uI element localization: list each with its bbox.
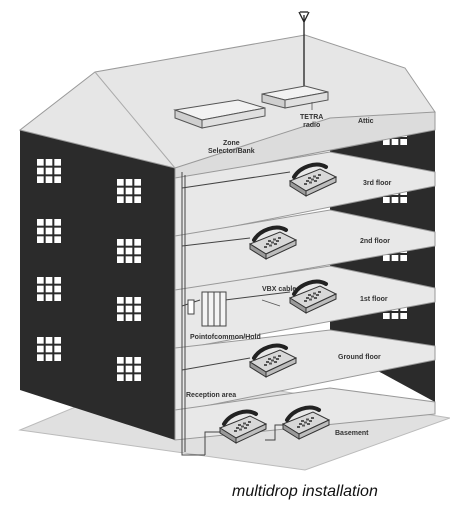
label-floor-3: 3rd floor	[363, 180, 391, 188]
label-floor-2: 2nd floor	[360, 238, 390, 246]
label-reception: Reception area	[186, 392, 236, 400]
window-icon	[117, 357, 141, 381]
label-ground-floor: Ground floor	[338, 354, 381, 362]
label-zone-selector: Zone Selector/Bank	[208, 140, 255, 156]
window-icon	[117, 179, 141, 203]
window-icon	[117, 297, 141, 321]
label-floor-1: 1st floor	[360, 296, 388, 304]
window-icon	[37, 159, 61, 183]
label-tetra-radio: TETRA radio	[300, 114, 323, 130]
label-basement: Basement	[335, 430, 368, 438]
label-attic: Attic	[358, 118, 374, 126]
window-icon	[117, 239, 141, 263]
window-icon	[37, 277, 61, 301]
label-switchboard: Pointofcommon/Hold	[190, 334, 261, 342]
diagram-caption: multidrop installation	[232, 483, 378, 501]
window-icon	[37, 219, 61, 243]
label-vox-cable: VBX cable	[262, 286, 296, 294]
window-icon	[37, 337, 61, 361]
